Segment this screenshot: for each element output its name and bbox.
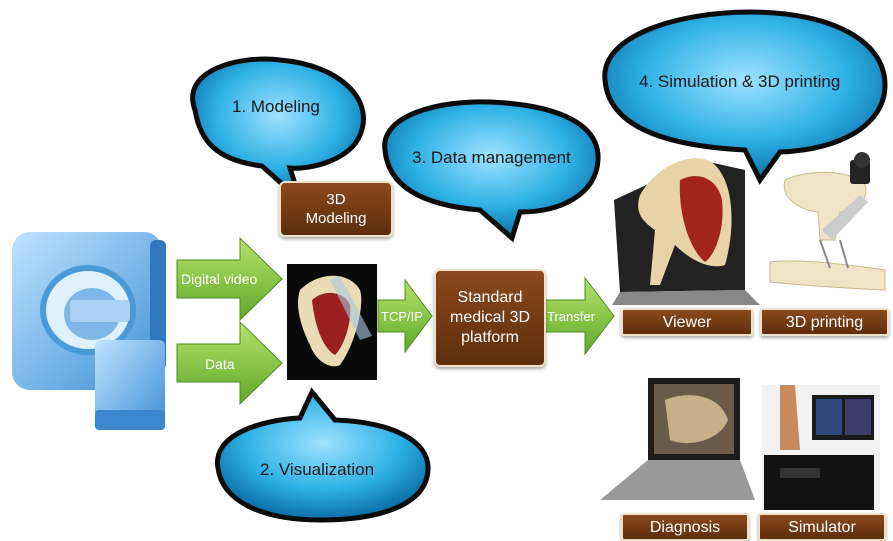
box-3d-printing-label: 3D printing <box>785 313 864 331</box>
arrow-tcpip-label: TCP/IP <box>381 309 423 324</box>
box-viewer: Viewer <box>621 308 753 336</box>
box-diagnosis: Diagnosis <box>621 513 749 541</box>
bubble-simulation-text: 4. Simulation & 3D printing <box>639 72 841 91</box>
box-simulator: Simulator <box>758 513 886 541</box>
box-3d-modeling: 3D Modeling <box>279 181 393 237</box>
box-standard-platform: Standard medical 3D platform <box>434 269 546 367</box>
bubble-visualization-text: 2. Visualization <box>260 460 375 479</box>
box-standard-platform-label: Standard medical 3D platform <box>449 289 531 346</box>
box-simulator-label: Simulator <box>788 518 856 536</box>
bubble-modeling-text: 1. Modeling <box>232 97 320 116</box>
arrow-data-label: Data <box>205 356 235 372</box>
box-3d-modeling-label: 3D Modeling <box>305 191 367 227</box>
box-viewer-label: Viewer <box>662 313 712 331</box>
box-diagnosis-label: Diagnosis <box>649 518 721 536</box>
box-3d-printing: 3D printing <box>760 308 889 336</box>
arrow-transfer-label: Transfer <box>547 309 595 324</box>
bubble-data-management-text: 3. Data management <box>412 148 571 167</box>
arrow-digital-video-label: Digital video <box>181 271 258 287</box>
